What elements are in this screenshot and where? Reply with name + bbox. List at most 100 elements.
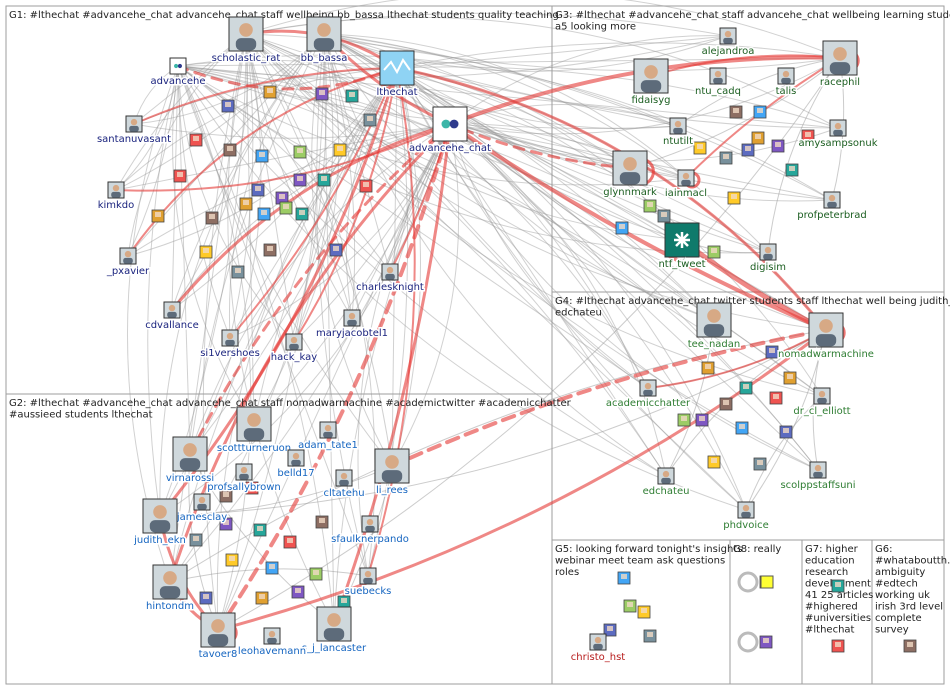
minor-node[interactable]: [265, 561, 279, 575]
node-santanuvasant[interactable]: santanuvasant: [95, 115, 173, 147]
minor-node[interactable]: [257, 207, 271, 221]
node-academicchatter[interactable]: academicchatter: [604, 379, 693, 411]
minor-node[interactable]: [701, 361, 715, 375]
minor-node[interactable]: [219, 517, 233, 531]
minor-node[interactable]: [769, 391, 783, 405]
minor-node[interactable]: [735, 421, 749, 435]
minor-node[interactable]: [727, 191, 741, 205]
minor-node[interactable]: [657, 209, 671, 223]
minor-node[interactable]: [189, 133, 203, 147]
minor-node[interactable]: [333, 143, 347, 157]
node--pxavier[interactable]: _pxavier: [104, 247, 152, 279]
node-fidaisyg[interactable]: fidaisyg: [630, 58, 672, 108]
minor-node[interactable]: [293, 145, 307, 159]
minor-node[interactable]: [677, 413, 691, 427]
minor-node[interactable]: [263, 243, 277, 257]
minor-node[interactable]: [771, 139, 785, 153]
node-phdvoice[interactable]: phdvoice: [722, 501, 770, 533]
minor-node[interactable]: [643, 629, 657, 643]
minor-node[interactable]: [221, 99, 235, 113]
minor-node[interactable]: [251, 183, 265, 197]
node-ntu-cadq[interactable]: ntu_cadq: [694, 67, 742, 99]
node-scottturneruon[interactable]: scottturneruon: [215, 406, 293, 456]
minor-node[interactable]: [329, 243, 343, 257]
minor-node[interactable]: [199, 245, 213, 259]
node-advancehe[interactable]: advancehe: [149, 57, 207, 89]
node-amysampsonuk[interactable]: amysampsonuk: [797, 119, 879, 151]
minor-node[interactable]: [317, 173, 331, 187]
minor-node[interactable]: [693, 141, 707, 155]
minor-node[interactable]: [205, 211, 219, 225]
node-cltatehu[interactable]: cltatehu: [322, 469, 366, 501]
node-ntf-tweet[interactable]: ntf_tweet: [657, 222, 707, 272]
node-li-rees[interactable]: li_rees: [374, 448, 410, 498]
minor-node[interactable]: [751, 131, 765, 145]
minor-node[interactable]: [707, 245, 721, 259]
minor-node[interactable]: [239, 197, 253, 211]
node-adam-tate1[interactable]: adam_tate1: [297, 421, 359, 453]
node-advancehe-chat[interactable]: advancehe_chat: [408, 106, 493, 156]
node-maryjacobtel1[interactable]: maryjacobtel1: [315, 309, 389, 341]
minor-node[interactable]: [219, 489, 233, 503]
minor-node[interactable]: [255, 149, 269, 163]
node-si1vershoes[interactable]: si1vershoes: [199, 329, 261, 361]
minor-node[interactable]: [255, 591, 269, 605]
minor-node[interactable]: [831, 639, 845, 653]
node-scolppstaffsuni[interactable]: scolppstaffsuni: [779, 461, 857, 493]
node-lthechat[interactable]: lthechat: [375, 50, 419, 100]
minor-node[interactable]: [199, 591, 213, 605]
minor-node[interactable]: [291, 585, 305, 599]
node-bb-bassa[interactable]: bb_bassa: [299, 16, 349, 66]
minor-node[interactable]: [359, 179, 373, 193]
minor-node[interactable]: [283, 535, 297, 549]
minor-node[interactable]: [783, 371, 797, 385]
minor-node[interactable]: [315, 515, 329, 529]
minor-node[interactable]: [753, 105, 767, 119]
minor-node[interactable]: [617, 571, 631, 585]
node-hack-kay[interactable]: hack_kay: [269, 333, 319, 365]
node-s-j-lancaster[interactable]: s_j_lancaster: [300, 606, 369, 656]
node-iainmacl[interactable]: iainmacl: [663, 169, 709, 201]
minor-node[interactable]: [741, 143, 755, 157]
minor-node[interactable]: [223, 143, 237, 157]
node-profsallybrown[interactable]: profsallybrown: [206, 463, 282, 495]
minor-node[interactable]: [739, 381, 753, 395]
node-hintondm[interactable]: hintondm: [145, 564, 195, 614]
node-tee-nadan[interactable]: tee_nadan: [686, 302, 742, 352]
minor-node[interactable]: [785, 163, 799, 177]
node-jamesclay[interactable]: jamesclay: [174, 493, 229, 525]
minor-node[interactable]: [603, 623, 617, 637]
minor-node[interactable]: [245, 481, 259, 495]
node-judith-ekn[interactable]: judith_ekn: [132, 498, 187, 548]
node-charlesknight[interactable]: charlesknight: [355, 263, 425, 295]
minor-node[interactable]: [707, 455, 721, 469]
minor-node[interactable]: [903, 639, 917, 653]
node-edchateu[interactable]: edchateu: [641, 467, 691, 499]
node-suebecks[interactable]: suebecks: [343, 567, 393, 599]
node-sfaulknerpando[interactable]: sfaulknerpando: [330, 515, 410, 547]
minor-node[interactable]: [643, 199, 657, 213]
minor-node[interactable]: [759, 635, 773, 649]
minor-node[interactable]: [279, 201, 293, 215]
node-tavoer8[interactable]: tavoer8: [197, 612, 239, 662]
node-glynnmark[interactable]: glynnmark: [602, 150, 658, 200]
node-christo-hst[interactable]: christo_hst: [569, 633, 627, 665]
minor-node[interactable]: [263, 85, 277, 99]
node-ntutilt[interactable]: ntutilt: [662, 117, 695, 149]
minor-node[interactable]: [295, 207, 309, 221]
minor-node[interactable]: [801, 129, 815, 143]
node-leohavemann[interactable]: leohavemann: [236, 627, 308, 659]
node-cdvallance[interactable]: cdvallance: [144, 301, 200, 333]
minor-node[interactable]: [189, 533, 203, 547]
minor-node[interactable]: [623, 599, 637, 613]
node-profpeterbrad[interactable]: profpeterbrad: [796, 191, 868, 223]
minor-node[interactable]: [225, 553, 239, 567]
node-racephil[interactable]: racephil: [818, 40, 862, 90]
minor-node[interactable]: [151, 209, 165, 223]
minor-node[interactable]: [729, 105, 743, 119]
node-scholastic-rat[interactable]: scholastic_rat: [210, 16, 282, 66]
minor-node[interactable]: [765, 345, 779, 359]
minor-node[interactable]: [173, 169, 187, 183]
node-digisim[interactable]: digisim: [749, 243, 787, 275]
minor-node[interactable]: [695, 413, 709, 427]
